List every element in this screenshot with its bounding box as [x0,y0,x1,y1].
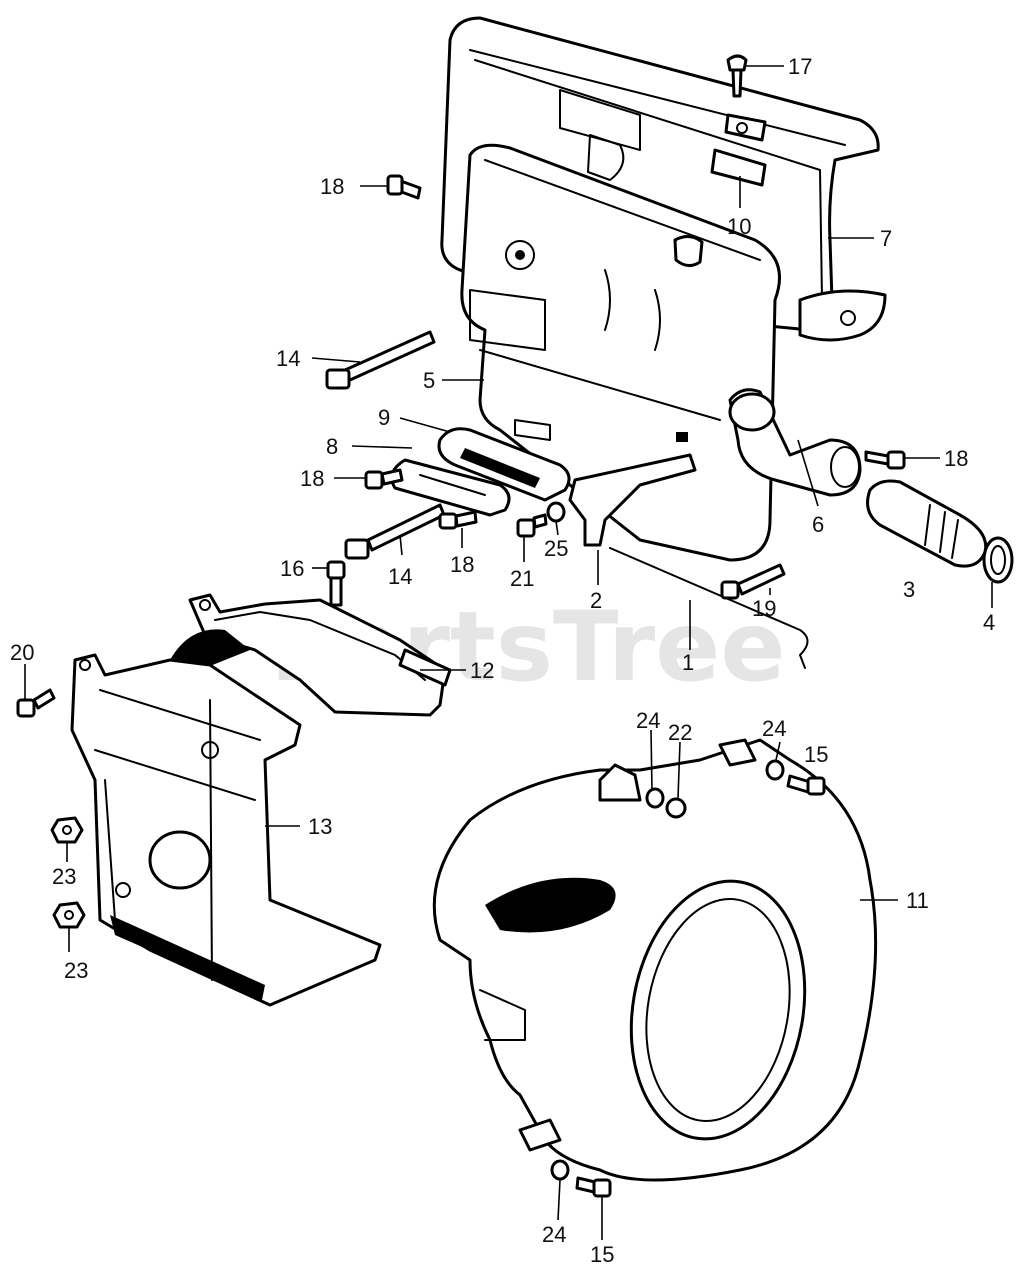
part-6-exhaust-elbow[interactable] [728,388,862,497]
callout-24: 24 [762,716,786,741]
callout-14: 14 [388,564,412,589]
callout-23: 23 [64,958,88,983]
bolt-18-right[interactable] [864,450,906,470]
callout-16: 16 [280,556,304,581]
callout-18: 18 [944,446,968,471]
leader-lines [24,65,993,1240]
washer-24-b[interactable] [765,759,785,781]
bolt-15-upper[interactable] [786,774,826,796]
callout-17: 17 [788,54,812,79]
bolt-19[interactable] [720,563,786,600]
bolt-17[interactable] [726,54,748,98]
callout-7: 7 [880,226,892,251]
bolt-14-lower[interactable] [344,503,446,560]
callout-1: 1 [682,650,694,675]
callout-18: 18 [300,466,324,491]
callout-2: 2 [590,588,602,613]
callout-12: 12 [470,658,494,683]
part-10-bracket[interactable] [710,113,767,187]
washer-24-c[interactable] [550,1159,570,1181]
callout-19: 19 [752,596,776,621]
callout-21: 21 [510,566,534,591]
callout-14: 14 [276,346,300,371]
callout-15: 15 [590,1242,614,1267]
callout-5: 5 [423,368,435,393]
washer-25[interactable] [546,501,566,523]
callout-24: 24 [636,708,660,733]
callout-25: 25 [544,536,568,561]
washer-24-a[interactable] [645,787,665,809]
callout-13: 13 [308,814,332,839]
callout-9: 9 [378,405,390,430]
part-2-stay[interactable] [568,453,697,547]
bolt-16[interactable] [326,560,346,607]
part-3-exhaust-pipe[interactable] [866,479,988,568]
callout-6: 6 [812,512,824,537]
bolt-14-upper[interactable] [325,330,436,390]
callout-22: 22 [668,720,692,745]
part-4-gasket[interactable] [982,536,1014,584]
callout-15: 15 [804,742,828,767]
callout-10: 10 [727,214,751,239]
part-9-gasket[interactable] [437,427,571,502]
bolt-20[interactable] [16,688,56,718]
callout-4: 4 [983,610,995,635]
bolt-18-lower[interactable] [438,510,478,530]
callout-3: 3 [903,577,915,602]
callout-24: 24 [542,1222,566,1247]
part-11-fan-cover[interactable] [432,738,878,1182]
bolt-18-upper[interactable] [386,174,422,200]
part-8-plate[interactable] [390,458,511,517]
callout-labels: 17 18 10 7 14 5 9 8 18 18 6 14 18 21 25 … [10,54,995,1267]
callout-20: 20 [10,640,34,665]
part-12-upper-cover[interactable] [170,593,452,717]
part-13-cylinder-cover[interactable] [70,653,382,1007]
bolt-18-mid[interactable] [364,468,404,490]
nut-22[interactable] [665,797,687,819]
part-1-rod[interactable] [609,547,809,669]
callout-18: 18 [320,174,344,199]
bolt-15-lower[interactable] [575,1176,612,1198]
nut-23-lower[interactable] [52,901,86,929]
bolt-21[interactable] [516,513,548,538]
callout-18: 18 [450,552,474,577]
callout-23: 23 [52,864,76,889]
nut-23-upper[interactable] [50,816,84,844]
callout-11: 11 [906,888,929,913]
callout-8: 8 [326,434,338,459]
